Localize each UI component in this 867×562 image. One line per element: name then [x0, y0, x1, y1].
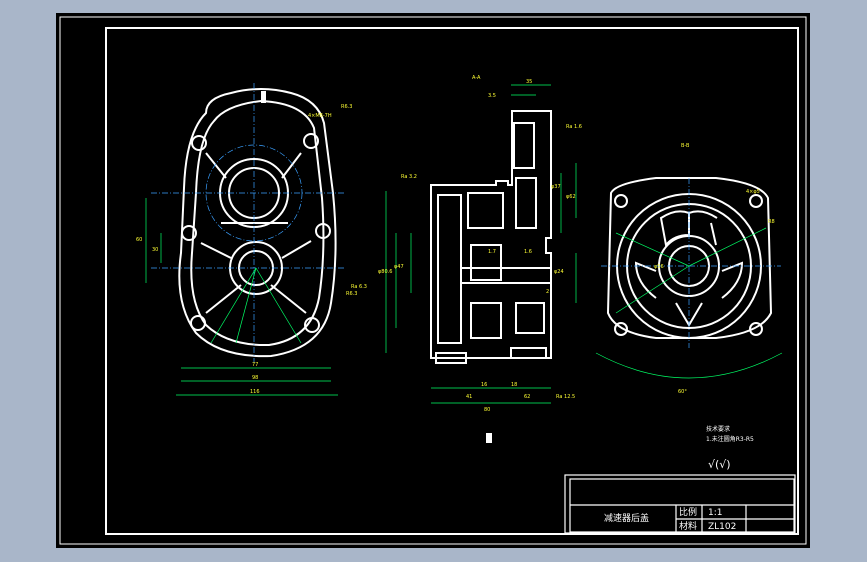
section-aa-label: A-A: [472, 75, 481, 81]
front-dim-30: 30: [152, 247, 158, 253]
title-material-label: 材料: [679, 520, 697, 532]
sec-dim-b: 35: [526, 79, 532, 85]
sec-dim-h: φ37: [551, 184, 561, 190]
title-block: [564, 474, 796, 534]
sec-dim-f: 18: [511, 382, 517, 388]
bb-hole-bl: [614, 322, 628, 336]
front-view-centerlines: [151, 83, 346, 363]
bb-dim-r: R8: [768, 219, 775, 225]
front-dim-r63b: R6.3: [346, 291, 357, 297]
section-aa-dimensions: [385, 84, 577, 404]
front-dim-77: 77: [252, 362, 258, 368]
tech-note-1: 技术要求: [706, 425, 730, 433]
bolt-hole-br: [304, 317, 320, 333]
cut-marker-bottom: [486, 433, 492, 443]
front-dim-r63: R6.3: [341, 104, 352, 110]
section-bb-label: B-B: [681, 143, 690, 149]
bb-hole-br: [749, 322, 763, 336]
sheet-outer-frame: [59, 16, 807, 545]
sec-dim-s: φ47: [394, 264, 404, 270]
sec-dim-o: 1.6: [524, 249, 532, 255]
cad-viewport[interactable]: 77 98 116 60 30 R6.3 R6.3 4×M8-7H A-A 3.…: [56, 13, 810, 548]
tech-note-2: 1.未注圆角R3-R5: [706, 435, 754, 443]
rib-lines: [200, 152, 312, 314]
bb-hole-tr: [749, 194, 763, 208]
section-bb-view: [606, 177, 773, 339]
front-view-dimensions: [145, 198, 338, 396]
front-outer-outline: [178, 88, 337, 358]
cut-marker-top: [261, 91, 266, 103]
bolt-hole-mr: [315, 223, 331, 239]
section-bb-centerlines: [601, 178, 781, 348]
bb-outer: [606, 177, 773, 339]
bb-hole-tl: [614, 194, 628, 208]
sec-dim-e: 62: [524, 394, 530, 400]
bolt-hole-tl: [191, 135, 207, 151]
sec-dim-d: 41: [466, 394, 472, 400]
title-material-value: ZL102: [708, 522, 736, 532]
section-outer: [430, 110, 552, 359]
sheet-inner-frame: [105, 27, 799, 535]
engineering-drawing: 77 98 116 60 30 R6.3 R6.3 4×M8-7H A-A 3.…: [59, 16, 807, 545]
front-dim-98: 98: [252, 375, 258, 381]
section-bb-dimensions: [595, 227, 783, 379]
title-part-name: 减速器后盖: [604, 512, 649, 524]
section-aa-view: [430, 110, 552, 364]
sec-dim-j: φ24: [554, 269, 564, 275]
bb-dim-angle: 60°: [678, 389, 687, 395]
front-dim-116: 116: [250, 389, 260, 395]
sec-dim-g: 80: [484, 407, 490, 413]
sec-dim-n: 1.7: [488, 249, 496, 255]
front-view: [178, 88, 337, 358]
sec-dim-q: Ra 12.5: [556, 394, 575, 400]
front-dim-bolt: 4×M8-7H: [308, 113, 332, 119]
sec-dim-r: φ80.6: [378, 269, 392, 275]
sec-dim-c: 16: [481, 382, 487, 388]
sec-dim-l: Ra 1.6: [566, 124, 582, 130]
front-dim-60: 60: [136, 237, 142, 243]
roughness-symbol: √(√): [708, 458, 731, 471]
sec-dim-i: φ62: [566, 194, 576, 200]
title-scale-label: 比例: [679, 506, 697, 518]
bolt-hole-bl: [190, 315, 206, 331]
title-scale-value: 1:1: [708, 508, 722, 518]
sec-dim-p: 2: [546, 289, 549, 295]
bb-dim-d: φ56: [654, 264, 664, 270]
bolt-hole-tr: [303, 133, 319, 149]
sec-dim-k: Ra 3.2: [401, 174, 417, 180]
sec-dim-m: Ra 6.3: [351, 284, 367, 290]
bolt-hole-ml: [181, 225, 197, 241]
bb-dim-e: 4×φ5: [746, 189, 760, 195]
sec-dim-a: 3.5: [488, 93, 496, 99]
